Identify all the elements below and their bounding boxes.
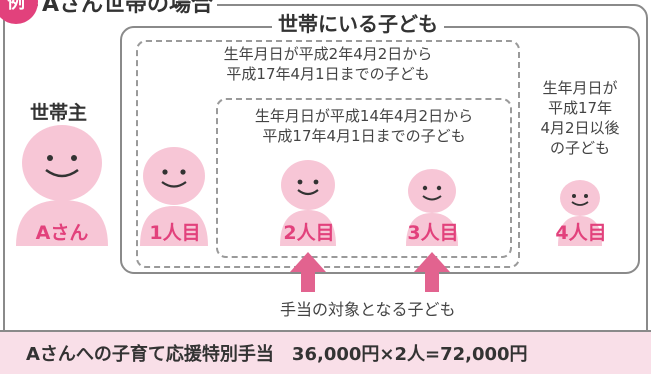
householder-name: Aさん xyxy=(35,222,89,244)
outer-condition-box xyxy=(136,40,520,268)
child-2-label: 2人目 xyxy=(283,222,335,244)
child-2-figure xyxy=(280,160,336,246)
fourth-condition-line3: 4月2日以後 xyxy=(540,119,620,137)
householder-role: 世帯主 xyxy=(30,102,88,124)
child-1-label: 1人目 xyxy=(149,222,201,244)
footer-band xyxy=(0,330,651,374)
case-title: Aさん世帯の場合 xyxy=(38,0,218,16)
arrow-to-child-2 xyxy=(290,252,326,292)
footer-total-text: Aさんへの子育て応援特別手当 36,000円×2人=72,000円 xyxy=(26,344,528,365)
child-4-figure xyxy=(558,180,602,246)
child-1-figure xyxy=(140,147,208,246)
outer-condition-text: 生年月日が平成2年4月2日から 平成17年4月1日までの子ども xyxy=(168,44,488,84)
inner-condition-line2: 平成17年4月1日までの子ども xyxy=(262,127,466,145)
inner-condition-box xyxy=(216,98,512,258)
outer-condition-line1: 生年月日が平成2年4月2日から xyxy=(223,45,433,63)
child-3-label: 3人目 xyxy=(407,222,459,244)
children-group-title: 世帯にいる子ども xyxy=(272,8,444,37)
child-3-figure xyxy=(406,169,458,246)
arrow-to-child-3 xyxy=(414,252,450,292)
fourth-condition-line4: の子ども xyxy=(549,139,610,157)
child-4-label: 4人目 xyxy=(555,222,607,244)
inner-condition-line1: 生年月日が平成14年4月2日から xyxy=(254,107,474,125)
fourth-condition-line2: 平成17年 xyxy=(547,99,613,117)
inner-condition-text: 生年月日が平成14年4月2日から 平成17年4月1日までの子ども xyxy=(224,106,504,146)
target-children-label: 手当の対象となる子ども xyxy=(276,296,460,320)
fourth-condition-line1: 生年月日が xyxy=(542,79,618,97)
fourth-condition-text: 生年月日が 平成17年 4月2日以後 の子ども xyxy=(526,78,634,158)
householder-figure xyxy=(16,125,108,246)
outer-condition-line2: 平成17年4月1日までの子ども xyxy=(226,65,430,83)
